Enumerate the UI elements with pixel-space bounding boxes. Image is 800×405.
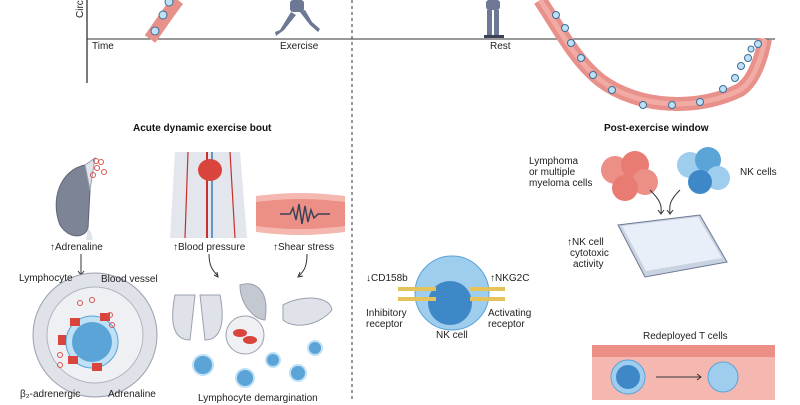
merge-arrows	[649, 189, 681, 215]
receptor-label: β₂-adrenergic	[20, 389, 81, 400]
acute-section-title: Acute dynamic exercise bout	[133, 123, 272, 134]
stimulus-shear-stress: ↑Shear stress	[273, 242, 335, 253]
stimulus-blood-pressure: ↑Blood pressure	[173, 242, 246, 253]
cytotoxic-label-3: activity	[573, 259, 604, 270]
y-axis-label: Circ	[75, 0, 86, 18]
lymphocyte-label: Lymphocyte	[19, 273, 73, 284]
activating-receptor-label-1: Activating	[488, 308, 532, 319]
nk-cell-label: NK cell	[436, 330, 468, 341]
tumor-cell-cluster	[601, 151, 658, 201]
inhibitory-receptor-label-2: receptor	[366, 319, 403, 330]
adrenaline-label: Adrenaline	[108, 389, 156, 400]
inhibitory-receptor-label-1: Inhibitory	[366, 308, 407, 319]
cytotoxic-label-1: ↑NK cell	[567, 237, 604, 248]
t-cells-label: Redeployed T cells	[643, 331, 728, 342]
wave-lymphocytes	[552, 11, 762, 109]
demargination-illustration	[172, 283, 333, 388]
stimulus-adrenaline: ↑Adrenaline	[50, 242, 103, 253]
stimulus-arrows	[77, 253, 308, 278]
post-section-title: Post-exercise window	[604, 123, 709, 134]
tumor-label-2: or multiple	[529, 167, 576, 178]
nk-cell-cluster	[677, 147, 730, 194]
cd158b-label: ↓CD158b	[366, 273, 408, 284]
tumor-label-1: Lymphoma	[529, 156, 579, 167]
blood-vessel-label: Blood vessel	[101, 274, 158, 285]
lymphocyte-dot	[150, 26, 160, 36]
nk-cell-illustration	[398, 255, 505, 331]
phase-exercise-label: Exercise	[280, 41, 319, 52]
vessel-cross-section	[32, 272, 158, 398]
well-plate	[617, 214, 728, 278]
runner-figure	[275, 0, 320, 36]
x-axis-label: Time	[92, 41, 114, 52]
body-circulation-illustration	[170, 151, 247, 239]
activating-receptor-label-2: receptor	[488, 319, 525, 330]
demargination-label: Lymphocyte demargination	[198, 393, 318, 404]
resting-figure	[484, 0, 504, 38]
lymphocyte-dot	[158, 10, 168, 20]
tumor-label-3: myeloma cells	[529, 178, 593, 189]
phase-rest-label: Rest	[490, 41, 511, 52]
nk-cells-label: NK cells	[740, 167, 777, 178]
cytotoxic-label-2: cytotoxic	[570, 248, 609, 259]
lymphocyte-dot	[164, 0, 174, 7]
nkg2c-label: ↑NKG2C	[490, 273, 530, 284]
kidney-illustration	[55, 156, 107, 240]
shear-stress-vessel	[256, 193, 345, 235]
t-cell-vessel	[592, 345, 775, 400]
